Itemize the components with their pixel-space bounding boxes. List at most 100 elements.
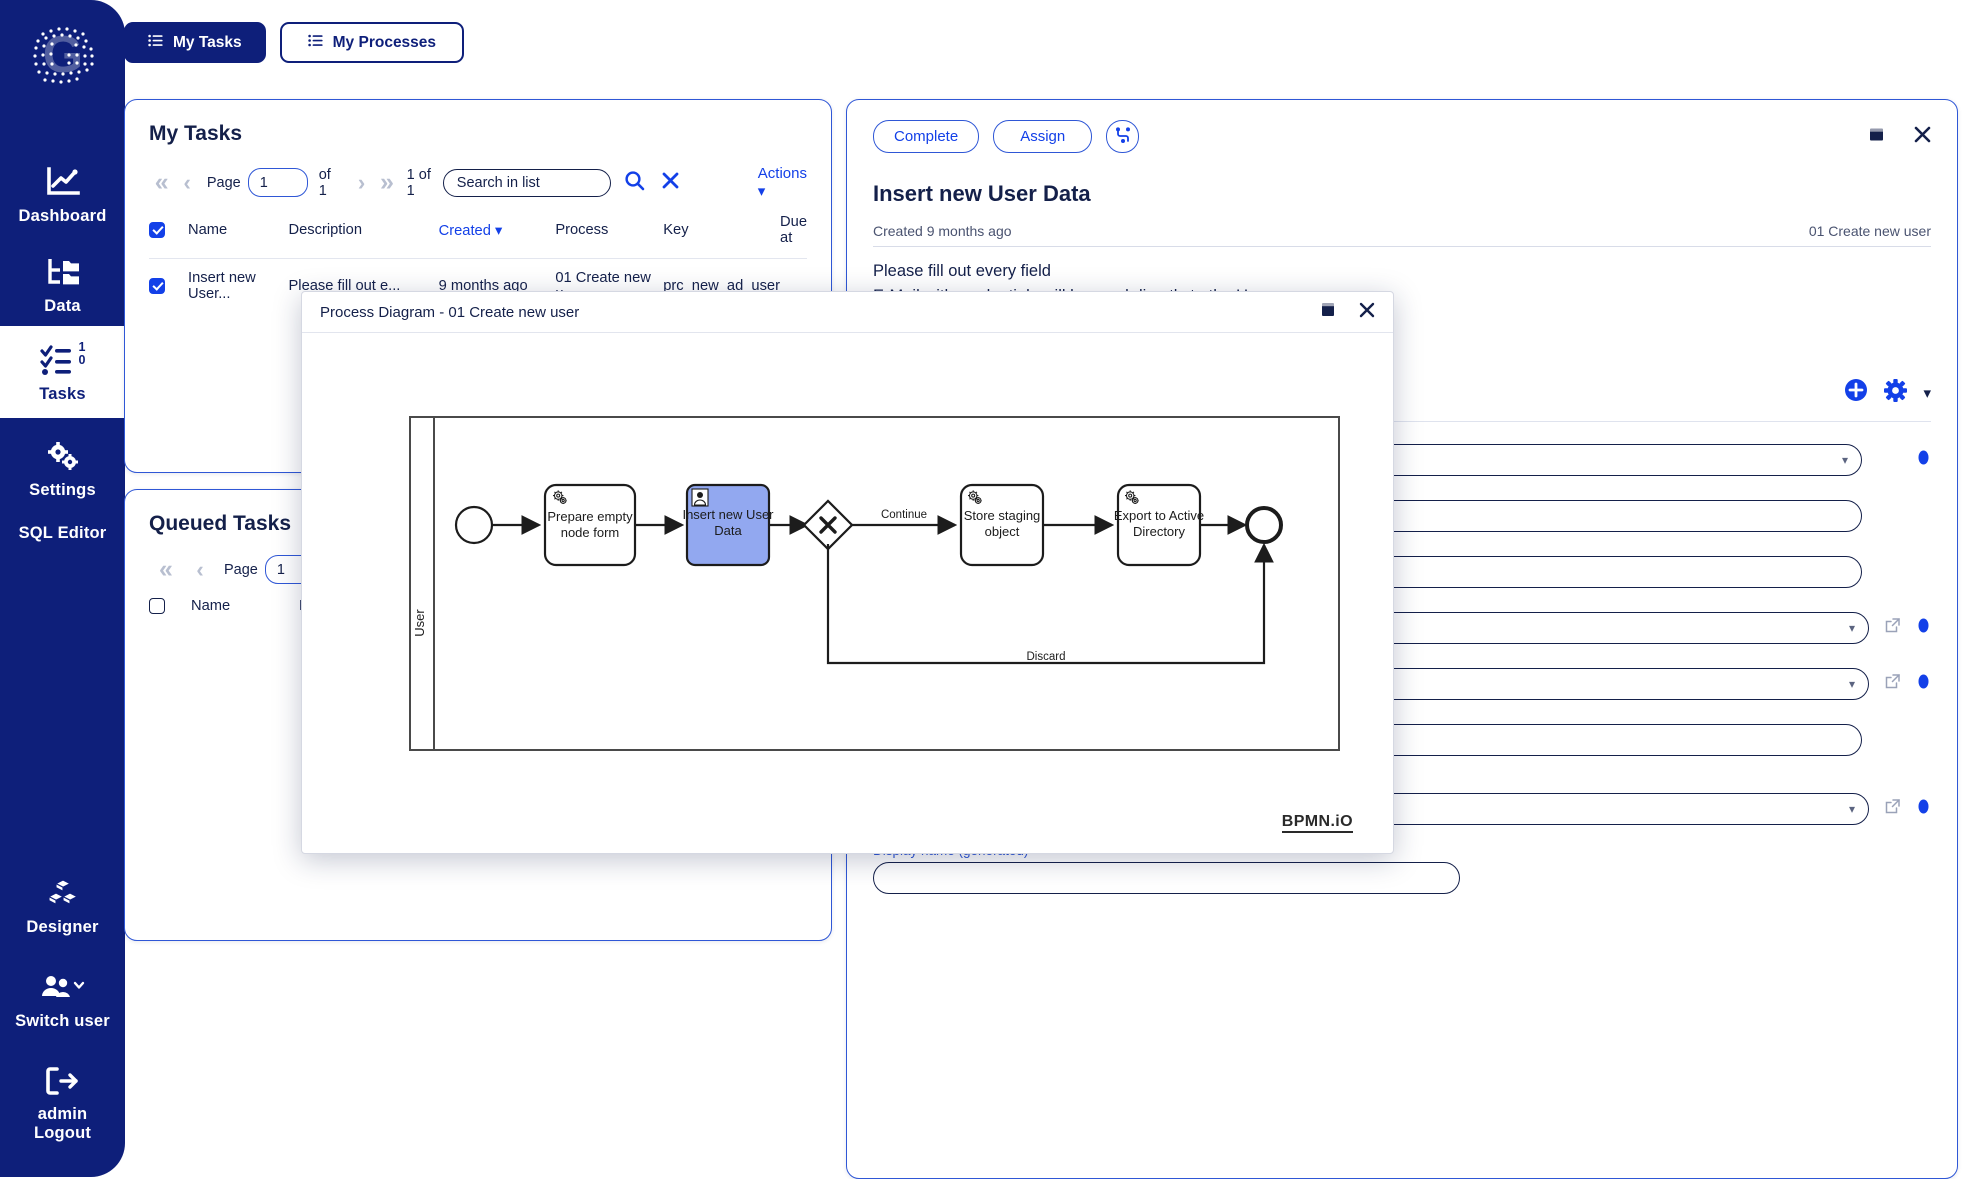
tasks-badge-queued: 0 [78, 353, 86, 367]
process-diagram-icon [1115, 126, 1131, 147]
row-checkbox[interactable] [149, 278, 165, 295]
external-link-icon[interactable] [1885, 799, 1900, 819]
info-icon[interactable] [1916, 674, 1931, 694]
column-created[interactable]: Created ▾ [438, 222, 503, 239]
assign-button[interactable]: Assign [993, 120, 1093, 153]
list-icon [148, 34, 163, 52]
gears-icon [45, 438, 81, 474]
column-due-at[interactable]: Due at [780, 214, 807, 246]
main-tabs: My Tasks My Processes [124, 22, 465, 63]
search-input[interactable] [442, 168, 611, 197]
select-all-checkbox[interactable] [149, 222, 165, 239]
svg-text:Directory: Directory [1133, 524, 1186, 539]
external-link-icon[interactable] [1885, 618, 1900, 638]
chart-line-icon [46, 164, 80, 200]
svg-text:Store staging: Store staging [964, 508, 1041, 523]
chevron-down-icon: ▾ [1841, 453, 1848, 467]
last-page-button[interactable]: » [379, 168, 394, 196]
column-description[interactable]: Description [288, 222, 362, 238]
sidebar-item-settings[interactable]: Settings [0, 418, 125, 510]
page-label: Page [224, 561, 258, 578]
column-key[interactable]: Key [663, 222, 689, 238]
search-icon[interactable] [624, 170, 645, 195]
flow-label-discard: Discard [1027, 651, 1066, 663]
next-page-button[interactable]: › [357, 170, 366, 195]
task-list-icon: 1 0 [33, 340, 93, 378]
lane-label: User [412, 609, 427, 637]
end-event [1245, 506, 1283, 544]
app-logo: G [21, 14, 105, 98]
prev-page-button[interactable]: ‹ [196, 557, 204, 582]
page-label: Page [206, 174, 241, 191]
sidebar-item-label: Settings [29, 481, 96, 499]
sidebar-item-tasks[interactable]: 1 0 Tasks [0, 326, 125, 418]
tasks-badge-assigned: 1 [78, 340, 86, 354]
close-icon[interactable] [1914, 126, 1931, 148]
info-icon[interactable] [1916, 450, 1931, 470]
chevron-down-icon[interactable]: ▾ [1923, 384, 1931, 402]
sidebar-item-sql-editor[interactable]: SQL Editor [0, 510, 125, 553]
gear-icon[interactable] [1884, 378, 1908, 407]
sidebar-item-label: Dashboard [18, 207, 107, 225]
complete-button[interactable]: Complete [873, 120, 980, 153]
start-event [454, 505, 494, 545]
sidebar-username-label: admin [37, 1105, 88, 1123]
modal-header: Process Diagram - 01 Create new user [302, 292, 1393, 333]
display-name-input[interactable] [873, 862, 1460, 894]
sidebar-item-switch-user[interactable]: Switch user [0, 947, 125, 1041]
select-all-checkbox[interactable] [149, 598, 165, 615]
chevron-down-icon: ▾ [757, 183, 766, 200]
close-icon[interactable] [1359, 302, 1375, 323]
clear-search-icon[interactable] [661, 171, 680, 194]
actions-dropdown[interactable]: Actions ▾ [758, 165, 807, 200]
column-name[interactable]: Name [188, 222, 228, 238]
sidebar-logout-label: Logout [33, 1124, 92, 1142]
tab-my-tasks[interactable]: My Tasks [124, 22, 266, 63]
sidebar-item-data[interactable]: Data [0, 236, 125, 326]
sidebar-item-label: Switch user [15, 1012, 110, 1030]
info-icon[interactable] [1916, 799, 1931, 819]
first-page-button[interactable]: « [159, 555, 173, 583]
sidebar-item-logout[interactable]: admin Logout [0, 1041, 125, 1177]
cell-name: Insert new User... [188, 258, 289, 313]
bpmn-canvas[interactable]: User Prepare empty node form Ins [302, 333, 1393, 853]
chevron-down-icon: ▾ [494, 222, 503, 239]
minimize-icon[interactable] [1321, 302, 1335, 322]
result-count-label: 1 of 1 [406, 166, 431, 199]
tab-my-processes[interactable]: My Processes [279, 22, 465, 63]
task-created-meta: Created 9 months ago [873, 223, 1012, 239]
chevron-down-icon: ▾ [1848, 802, 1855, 816]
exclusive-gateway [802, 499, 854, 551]
page-input[interactable] [247, 168, 308, 197]
sidebar-item-dashboard[interactable]: Dashboard [0, 152, 125, 236]
sidebar-item-label: Data [44, 297, 81, 315]
svg-text:Data: Data [714, 523, 742, 538]
column-process[interactable]: Process [555, 222, 609, 238]
svg-text:Prepare empty: Prepare empty [547, 509, 633, 524]
actions-label: Actions [757, 165, 807, 182]
column-name[interactable]: Name [191, 598, 231, 615]
sidebar-item-designer[interactable]: Designer [0, 863, 125, 947]
sidebar-item-label: Designer [26, 918, 99, 936]
svg-text:Export to Active: Export to Active [1114, 508, 1204, 523]
first-page-button[interactable]: « [154, 168, 169, 196]
form-field-display-name: Display name (generated) [873, 843, 1931, 894]
show-process-diagram-button[interactable] [1106, 120, 1140, 153]
modal-title: Process Diagram - 01 Create new user [320, 303, 580, 321]
plus-icon[interactable] [1844, 378, 1868, 407]
sidebar-item-label: SQL Editor [18, 524, 107, 542]
info-icon[interactable] [1916, 618, 1931, 638]
bpmn-watermark[interactable]: BPMN.iO [1281, 813, 1353, 833]
external-link-icon[interactable] [1885, 674, 1900, 694]
minimize-icon[interactable] [1869, 127, 1884, 147]
prev-page-button[interactable]: ‹ [183, 170, 191, 195]
task-detail-meta: Created 9 months ago 01 Create new user [873, 223, 1931, 247]
page-of-label: of 1 [318, 166, 331, 199]
bpmn-diagram: User Prepare empty node form Ins [409, 416, 1340, 751]
chevron-down-icon: ▾ [1848, 621, 1855, 635]
table-header-row: Name Description Created ▾ Process Key D… [149, 206, 807, 259]
my-tasks-title: My Tasks [149, 122, 242, 145]
sidebar: G [0, 0, 125, 1177]
folder-tree-icon [46, 254, 80, 290]
logout-icon [44, 1063, 82, 1099]
